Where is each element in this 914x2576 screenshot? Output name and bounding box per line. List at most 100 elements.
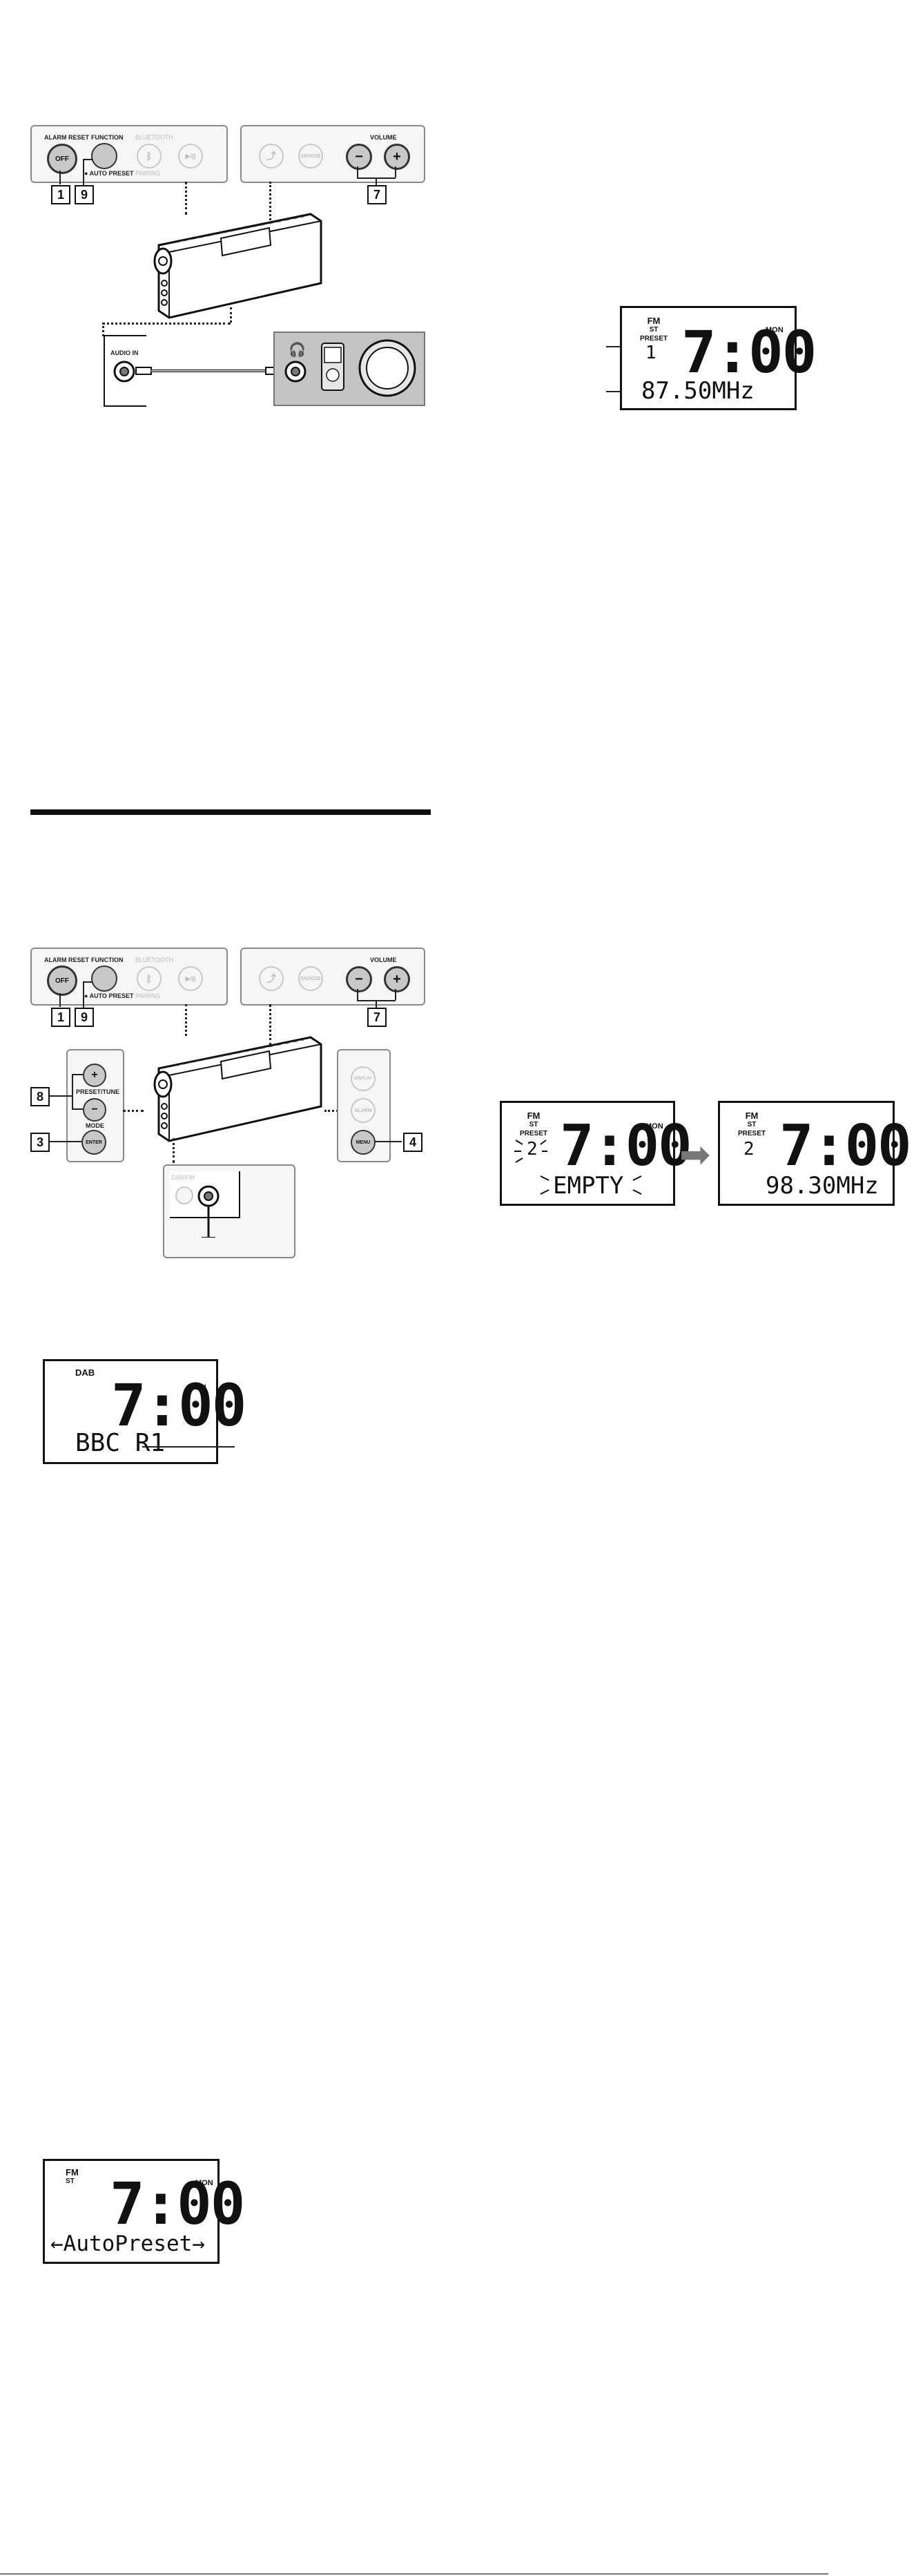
lcd-mode-st: ST — [529, 1121, 538, 1128]
volume-label-2: VOLUME — [370, 957, 397, 963]
alarm-reset-label: ALARM RESET — [44, 134, 89, 141]
off-button[interactable]: OFF — [47, 144, 77, 174]
lcd-day: MON — [195, 2179, 213, 2187]
callout-7: 7 — [367, 185, 387, 204]
callout-1b: 1 — [51, 1008, 70, 1027]
bluetooth-icon: ᛒ — [146, 151, 153, 162]
dab-fm-label: DAB/FM — [171, 1174, 195, 1181]
lcd-mode-fm: FM — [745, 1111, 759, 1121]
callout-3: 3 — [30, 1133, 50, 1152]
callout-9b: 9 — [75, 1008, 94, 1027]
media-player-icon — [321, 343, 344, 391]
antenna-jack-icon — [197, 1185, 220, 1238]
preset-tune-down-button[interactable]: − — [83, 1098, 106, 1122]
radio-unit-illustration — [153, 213, 322, 319]
function-label: FUNCTION — [91, 134, 124, 141]
volume-down-button-2[interactable]: − — [346, 966, 372, 992]
callout-8: 8 — [30, 1087, 50, 1106]
lcd-mode-st: ST — [747, 1121, 757, 1128]
lcd-mode-preset: PRESET — [738, 1130, 766, 1137]
volume-down-button[interactable]: − — [346, 144, 372, 170]
blink-indicator-icon — [540, 1175, 642, 1195]
lcd-display-preset-empty: FM ST PRESET 2 7:00 MON EMPTY — [500, 1101, 692, 1206]
lcd-day: MON — [188, 1383, 206, 1392]
lcd-time: 7:00 — [111, 1372, 246, 1439]
headphone-jack-icon — [284, 361, 307, 383]
snooze-button[interactable]: SNOOZE — [298, 144, 323, 169]
lcd-mode-dab: DAB — [75, 1367, 95, 1378]
lcd-time: 7:00 — [779, 1113, 911, 1179]
volume-up-button-2[interactable]: + — [384, 966, 410, 992]
auto-preset-label-2: ● AUTO PRESET — [84, 992, 134, 999]
lcd-mode-preset: PRESET — [520, 1130, 548, 1137]
display-button[interactable]: DISPLAY — [351, 1066, 376, 1091]
enter-button[interactable]: ENTER — [81, 1130, 106, 1155]
lcd-day: MON — [766, 326, 784, 334]
alarm-button[interactable]: ALARM — [351, 1098, 376, 1123]
lcd-empty-text: EMPTY — [553, 1172, 624, 1200]
function-button[interactable] — [91, 143, 117, 169]
bluetooth-label: BLUETOOTH — [135, 134, 173, 141]
lcd-station-name: BBC R1 — [75, 1429, 166, 1457]
antenna-jack-faint — [175, 1186, 193, 1204]
radio-unit-illustration-2 — [153, 1036, 322, 1142]
lcd-preset-number: 2 — [743, 1139, 755, 1160]
function-label-2: FUNCTION — [91, 957, 124, 963]
lcd-display-dab: DAB 7:00 MON BBC R1 — [43, 1359, 246, 1464]
light-button-2[interactable]: ⤴ — [259, 966, 284, 991]
lcd-mode-fm: FM — [647, 316, 661, 326]
lcd-display-autopreset: FM ST 7:00 MON ←AutoPreset→ — [43, 2159, 245, 2264]
bluetooth-icon: ᛒ — [146, 973, 153, 984]
light-button[interactable]: ⤴ — [259, 144, 284, 169]
preset-tune-label: PRESET/TUNE — [76, 1088, 120, 1095]
lcd-mode-st: ST — [66, 2178, 75, 2185]
lcd-display-preset-filled: FM ST PRESET 2 7:00 98.30MHz — [718, 1101, 911, 1206]
audio-in-jack-icon — [113, 361, 135, 383]
snooze-button-2[interactable]: SNOOZE — [298, 966, 323, 991]
volume-label: VOLUME — [370, 134, 397, 141]
lcd-day: MON — [645, 1122, 663, 1131]
volume-up-button[interactable]: + — [384, 144, 410, 170]
blink-indicator-icon — [514, 1140, 547, 1163]
play-pause-button-2[interactable]: ▶/|| — [178, 966, 203, 991]
lcd-preset-number: 1 — [645, 343, 657, 363]
audio-cable-illustration — [135, 367, 287, 375]
lcd-mode-st: ST — [649, 326, 659, 334]
callout-7b: 7 — [367, 1008, 387, 1027]
headphone-icon: 🎧 — [289, 341, 306, 358]
bluetooth-button-2[interactable]: ᛒ — [137, 966, 162, 991]
lcd-frequency: 87.50MHz — [641, 377, 755, 405]
lcd-mode-fm: FM — [527, 1111, 541, 1121]
off-button-2[interactable]: OFF — [47, 965, 77, 996]
callout-1: 1 — [51, 185, 70, 204]
play-pause-icon: ▶/|| — [185, 974, 196, 982]
callout-9: 9 — [75, 185, 94, 204]
lcd-mode-preset: PRESET — [640, 335, 668, 343]
audio-in-label: AUDIO IN — [110, 349, 139, 356]
lcd-frequency: 98.30MHz — [766, 1172, 879, 1200]
arrow-right-icon: ➡ — [679, 1133, 711, 1176]
pairing-label: PAIRING — [135, 170, 161, 177]
alarm-reset-label-2: ALARM RESET — [44, 957, 89, 963]
lcd-autopreset-text: ←AutoPreset→ — [50, 2231, 205, 2256]
lcd-display-fm-preset: FM ST PRESET 1 7:00 MON 87.50MHz — [620, 306, 817, 410]
bluetooth-button[interactable]: ᛒ — [137, 144, 162, 169]
lcd-preset-number-blinking: 2 — [527, 1139, 538, 1160]
cd-player-icon — [358, 339, 416, 397]
auto-preset-label: ● AUTO PRESET — [84, 170, 134, 177]
lcd-time: 7:00 — [560, 1113, 692, 1179]
preset-tune-up-button[interactable]: + — [83, 1064, 106, 1087]
menu-button[interactable]: MENU — [351, 1130, 376, 1155]
mode-label: MODE — [86, 1122, 104, 1129]
play-pause-button[interactable]: ▶/|| — [178, 144, 203, 169]
lcd-time: 7:00 — [110, 2170, 245, 2238]
function-button-2[interactable] — [91, 965, 117, 992]
bluetooth-label-2: BLUETOOTH — [135, 957, 173, 963]
light-icon: ⤴ — [266, 973, 276, 984]
light-icon: ⤴ — [266, 151, 276, 162]
pairing-label-2: PAIRING — [135, 992, 161, 999]
section-divider — [30, 809, 431, 815]
lcd-mode-fm: FM — [66, 2167, 79, 2178]
callout-4: 4 — [403, 1133, 422, 1152]
lcd-time: 7:00 — [681, 318, 817, 386]
